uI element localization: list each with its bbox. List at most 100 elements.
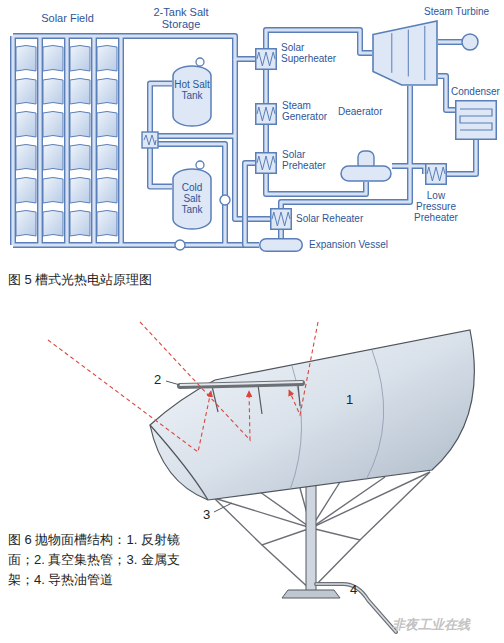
component-label: Hot Salt Tank xyxy=(172,79,212,101)
collector-mirror xyxy=(97,145,117,171)
condenser-coil xyxy=(460,109,492,130)
salt-tank: Hot Salt Tank xyxy=(172,65,212,127)
turbine-stage xyxy=(391,33,392,73)
component-shape xyxy=(372,20,438,86)
field-header-pipe xyxy=(13,33,125,39)
field-header-pipe xyxy=(13,34,125,37)
heat-exchanger: Solar Preheater xyxy=(255,152,277,174)
htf-supply-pipe xyxy=(125,36,255,59)
component-label: Steam Turbine xyxy=(424,6,504,17)
salt-tank: Cold Salt Tank xyxy=(172,168,212,230)
turbine-shaft xyxy=(438,39,462,45)
trough-end-profile xyxy=(150,425,208,500)
leader-line xyxy=(166,381,180,385)
pipe-casing xyxy=(447,140,476,174)
generator-symbol xyxy=(462,34,478,50)
heat-exchanger: Solar Reheater xyxy=(270,208,292,230)
pipe-connector xyxy=(266,174,366,194)
pipe-inner xyxy=(13,36,462,245)
truss-line xyxy=(214,472,430,528)
component-label: Condenser xyxy=(451,86,503,97)
pump-symbol xyxy=(220,195,230,205)
pipe-casing xyxy=(278,230,284,238)
pipe-connector xyxy=(392,166,425,174)
collector-mirror xyxy=(43,178,63,204)
leader-line xyxy=(214,503,232,512)
receiver-tube xyxy=(180,383,302,386)
post-base xyxy=(282,590,340,598)
collector-mirror xyxy=(43,46,63,72)
component-shape xyxy=(425,163,447,185)
collector-mirror xyxy=(97,46,117,72)
tank-outline xyxy=(173,66,211,126)
component-label: Low Pressure Preheater xyxy=(411,190,461,223)
turbine-outline xyxy=(373,21,437,85)
storage-pipe xyxy=(158,144,225,245)
exchanger-outline xyxy=(256,153,277,174)
exchanger-outline xyxy=(426,164,447,185)
expansion-vessel: Expansion Vessel xyxy=(259,238,303,252)
support-rod xyxy=(212,386,218,412)
pipe-connector xyxy=(264,70,267,103)
heat-exchanger: Steam Generator xyxy=(255,103,277,125)
deaerator-drum xyxy=(341,166,391,181)
pipe-connector xyxy=(150,84,172,187)
callout-number: 1 xyxy=(346,392,360,407)
component-shape xyxy=(259,238,303,252)
turbine-shaft xyxy=(438,40,462,43)
sun-ray xyxy=(140,322,250,440)
collector-mirror xyxy=(70,79,90,105)
turbine-stage xyxy=(424,26,425,80)
pipe-casing xyxy=(263,70,269,103)
component-shape xyxy=(340,150,392,182)
support-rod xyxy=(258,385,262,414)
collector-mirror xyxy=(70,178,90,204)
metal-support xyxy=(214,472,430,590)
deaerator: Deaerator xyxy=(340,150,392,182)
truss-line xyxy=(260,482,340,528)
exchanger-coil xyxy=(257,107,275,121)
collector-mirror xyxy=(43,112,63,138)
receiver-tube-highlight xyxy=(180,382,302,385)
storage-pipe xyxy=(158,144,225,245)
exchanger-outline xyxy=(271,209,292,230)
steam-turbine: Steam Turbine xyxy=(372,20,438,86)
collector-mirror xyxy=(43,211,63,237)
component-label: Expansion Vessel xyxy=(309,239,409,250)
sun-ray xyxy=(48,340,211,452)
exchanger-coil xyxy=(257,52,275,66)
exchanger-coil xyxy=(144,135,156,145)
htf-supply-pipe xyxy=(125,36,255,59)
component-label: Solar Superheater xyxy=(281,42,343,64)
htf-branch-pipe xyxy=(235,59,270,219)
figure-caption: 图 5 槽式光热电站原理图 xyxy=(8,271,308,288)
collector-mirror xyxy=(70,112,90,138)
component-shape xyxy=(255,48,277,70)
exchanger-coil xyxy=(272,212,290,226)
pipe-casing xyxy=(266,174,366,194)
collector-mirror xyxy=(97,178,117,204)
pipe-connector xyxy=(447,140,476,174)
tank-outline xyxy=(173,169,211,229)
heat-exchanger: Low Pressure Preheater xyxy=(425,163,447,185)
truss-line xyxy=(311,472,430,540)
pipe-connector xyxy=(281,86,410,208)
collector-mirror xyxy=(43,79,63,105)
exchanger-outline xyxy=(256,104,277,125)
component-label: Deaerator xyxy=(338,106,394,117)
condenser: Condenser xyxy=(455,100,497,140)
callout-number: 2 xyxy=(154,372,168,387)
pipe-casing xyxy=(263,125,269,152)
vessel-outline xyxy=(260,239,303,252)
figure-caption: 图 6 抛物面槽结构：1. 反射镜面；2. 真空集热管；3. 金属支架；4. 导… xyxy=(8,530,188,590)
deaerator-dome xyxy=(358,151,374,170)
collector-mirror xyxy=(16,79,36,105)
htf-return-pipe xyxy=(125,242,245,248)
turbine-stage xyxy=(408,30,409,77)
pipe-connector xyxy=(279,230,282,238)
component-shape xyxy=(255,152,277,174)
pipe-casing xyxy=(245,163,259,245)
storage-heat-exchanger xyxy=(142,132,158,148)
collector-mirror xyxy=(43,145,63,171)
